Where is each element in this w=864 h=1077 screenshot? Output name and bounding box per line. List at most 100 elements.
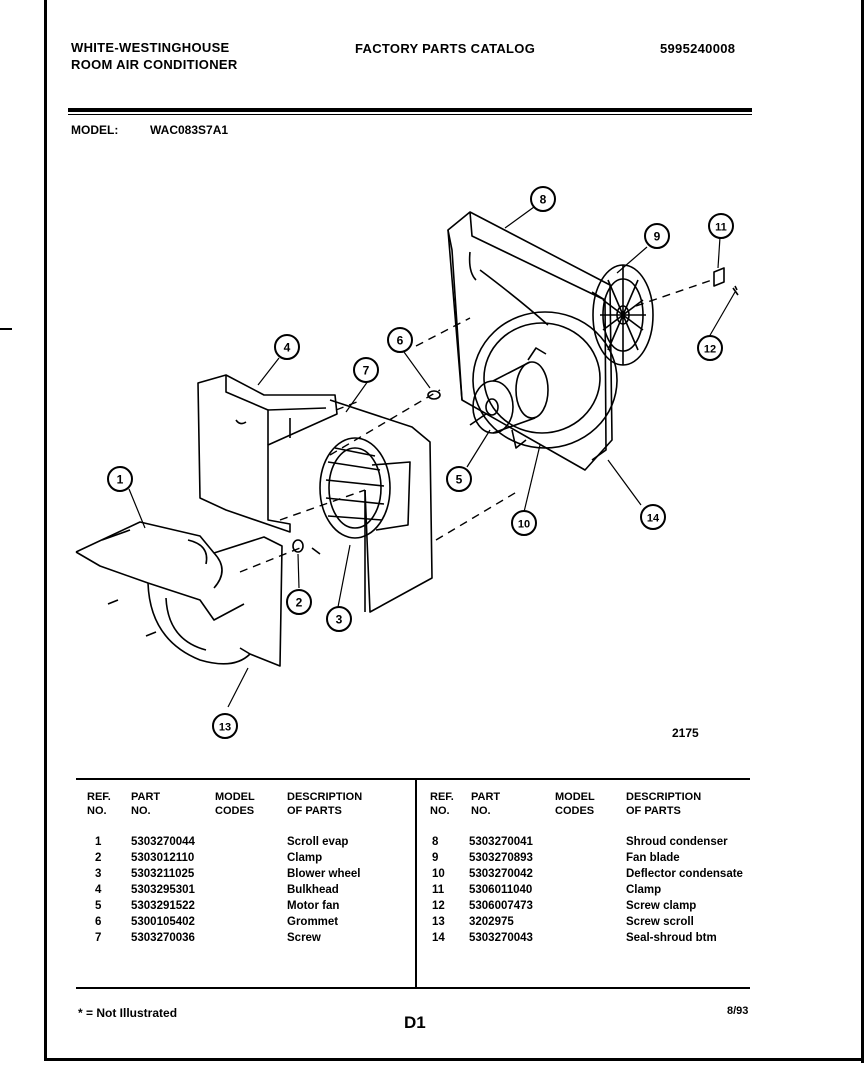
callout-number: 14 xyxy=(647,513,660,525)
callout-12: 12 xyxy=(697,335,723,361)
part-number: 5303270044 xyxy=(131,836,195,848)
callout-circle xyxy=(387,327,413,353)
header-ref-right: REF.NO. xyxy=(430,791,454,817)
part-description: Scroll evap xyxy=(287,836,349,848)
part-number: 5303291522 xyxy=(131,900,195,912)
callout-9: 9 xyxy=(644,223,670,249)
callout-6: 6 xyxy=(387,327,413,353)
callout-13: 13 xyxy=(212,713,238,739)
table-top-rule xyxy=(76,778,750,780)
part-number: 5303270042 xyxy=(469,868,533,880)
part-number: 5303270893 xyxy=(469,852,533,864)
table-bottom-rule xyxy=(76,987,750,989)
callout-number: 5 xyxy=(456,473,463,487)
shroud-condenser-drawing xyxy=(447,211,618,471)
part-description: Clamp xyxy=(626,884,662,896)
callout-circle xyxy=(446,466,472,492)
callout-11: 11 xyxy=(708,213,734,239)
callout-number: 2 xyxy=(296,596,303,610)
callout-4: 4 xyxy=(274,334,300,360)
callout-circle xyxy=(107,466,133,492)
part-description: Fan blade xyxy=(626,852,680,864)
callout-circle xyxy=(212,713,238,739)
part-description: Grommet xyxy=(287,916,339,928)
ref-number: 5 xyxy=(95,900,102,912)
ref-number: 8 xyxy=(432,836,439,848)
ref-number: 7 xyxy=(95,932,102,944)
scroll-evap-drawing xyxy=(75,521,283,667)
margin-tick xyxy=(0,328,12,330)
table-divider xyxy=(415,780,417,987)
part-description: Clamp xyxy=(287,852,323,864)
part-number: 5303270036 xyxy=(131,932,195,944)
callout-circle xyxy=(353,357,379,383)
drawing-number: 2175 xyxy=(672,726,699,740)
part-description: Shroud condenser xyxy=(626,836,728,848)
page-code: D1 xyxy=(404,1013,426,1032)
callout-2: 2 xyxy=(286,589,312,615)
blower-wheel-drawing xyxy=(319,399,433,613)
ref-number: 1 xyxy=(95,836,102,848)
ref-number: 13 xyxy=(432,916,445,928)
part-number: 5303270043 xyxy=(469,932,533,944)
callout-number: 11 xyxy=(715,222,727,234)
callout-5: 5 xyxy=(446,466,472,492)
part-description: Deflector condensate xyxy=(626,868,743,880)
part-description: Screw scroll xyxy=(626,916,694,928)
model-number: WAC083S7A1 xyxy=(150,123,229,137)
callout-number: 12 xyxy=(704,344,716,356)
callout-number: 4 xyxy=(284,341,291,355)
callout-circle xyxy=(274,334,300,360)
catalog-title: FACTORY PARTS CATALOG xyxy=(355,41,536,56)
catalog-number: 5995240008 xyxy=(660,41,736,56)
header-rule-thick xyxy=(68,108,752,112)
callout-number: 3 xyxy=(336,613,343,627)
part-description: Bulkhead xyxy=(287,884,339,896)
callout-circle xyxy=(697,335,723,361)
part-number: 5303211025 xyxy=(131,868,195,880)
part-description: Seal-shroud btm xyxy=(626,932,717,944)
callout-1: 1 xyxy=(107,466,133,492)
page-border-left xyxy=(44,0,47,1060)
fan-blade-drawing xyxy=(592,264,654,366)
callout-10: 10 xyxy=(511,510,537,536)
part-number: 5306011040 xyxy=(469,884,533,896)
ref-number: 9 xyxy=(432,852,439,864)
part-number: 5303270041 xyxy=(469,836,533,848)
brand-line-2: ROOM AIR CONDITIONER xyxy=(71,57,238,72)
callout-number: 7 xyxy=(363,364,370,378)
part-number: 5300105402 xyxy=(131,916,195,928)
ref-number: 11 xyxy=(432,884,445,896)
callout-circle xyxy=(511,510,537,536)
header-ref: REF.NO. xyxy=(87,791,111,817)
page-border-bottom xyxy=(44,1058,864,1061)
callout-number: 1 xyxy=(117,473,124,487)
callout-14: 14 xyxy=(640,504,666,530)
callout-number: 13 xyxy=(219,722,231,734)
part-number: 3202975 xyxy=(469,916,514,928)
callout-number: 6 xyxy=(397,334,404,348)
callout-3: 3 xyxy=(326,606,352,632)
ref-number: 6 xyxy=(95,916,102,928)
part-description: Screw clamp xyxy=(626,900,697,912)
ref-number: 2 xyxy=(95,852,102,864)
callout-number: 9 xyxy=(654,230,661,244)
page-border-right xyxy=(861,0,864,1063)
ref-number: 12 xyxy=(432,900,445,912)
callout-circle xyxy=(326,606,352,632)
date-code: 8/93 xyxy=(727,1005,749,1017)
part-description: Motor fan xyxy=(287,900,340,912)
motor-fan-drawing xyxy=(469,347,549,449)
callout-7: 7 xyxy=(353,357,379,383)
ref-number: 4 xyxy=(95,884,102,896)
part-number: 5303012110 xyxy=(131,852,195,864)
model-label: MODEL: xyxy=(71,123,119,137)
bulkhead-drawing xyxy=(197,374,338,533)
